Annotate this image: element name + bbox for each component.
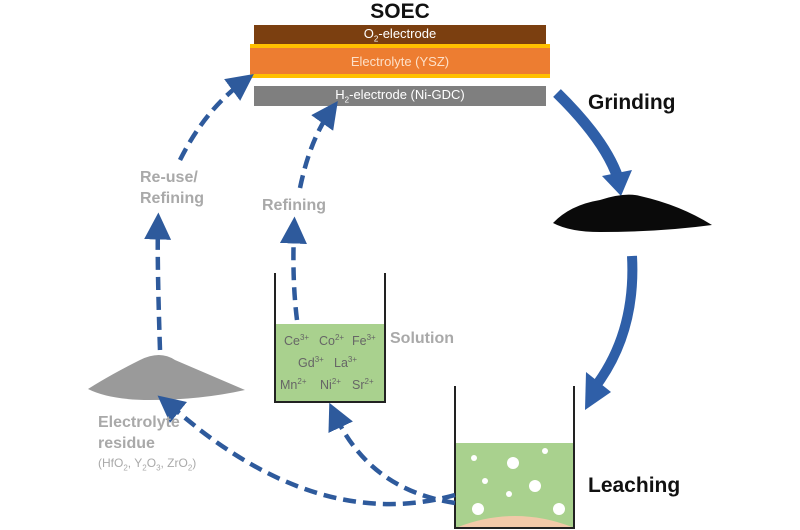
ion-mn: Mn2+ — [280, 377, 307, 393]
sediment — [458, 516, 572, 527]
dashed-arrow-residue-up — [144, 212, 172, 351]
dashed-arrow-solution-up — [279, 216, 307, 321]
electrolyte-label: Electrolyte (YSZ) — [350, 53, 450, 69]
ion-co: Co2+ — [319, 333, 345, 349]
solution-beaker — [274, 273, 386, 403]
leaching-beaker — [454, 386, 575, 529]
reuse-label-line2: Refining — [140, 190, 204, 207]
ion-la: La3+ — [334, 355, 358, 371]
residue-label-line2: residue — [98, 435, 155, 452]
solution-label: Solution — [390, 330, 454, 347]
dashed-arrow-refining-to-soec — [297, 101, 338, 189]
residue-formula: (HfO2, Y2O3, ZrO2) — [98, 456, 197, 473]
ion-fe: Fe3+ — [352, 333, 376, 349]
ion-ni: Ni2+ — [320, 377, 341, 393]
grinding-label: Grinding — [588, 91, 676, 114]
black-powder-pile — [553, 194, 712, 232]
h2-electrode-label: H2-electrode (Ni-GDC) — [335, 87, 465, 105]
dashed-arrow-to-residue — [157, 395, 456, 507]
soec-title: SOEC — [370, 0, 430, 23]
reuse-refining-label: Re-use/ Refining — [140, 167, 204, 209]
o2-electrode-label: O2-electrode — [363, 26, 437, 44]
electrolyte-layer: Electrolyte (YSZ) — [250, 44, 550, 78]
grinding-arrow — [553, 89, 632, 196]
leaching-arrow — [585, 255, 638, 410]
dashed-arrow-to-solution — [328, 402, 456, 506]
leaching-label: Leaching — [588, 474, 681, 497]
h2-electrode-layer: H2-electrode (Ni-GDC) — [254, 86, 546, 106]
electrolyte-residue-label: Electrolyte residue — [98, 412, 180, 454]
residue-label-line1: Electrolyte — [98, 414, 180, 431]
refining-label: Refining — [262, 197, 326, 214]
reuse-label-line1: Re-use/ — [140, 169, 198, 186]
ion-ce: Ce3+ — [284, 333, 310, 349]
ion-gd: Gd3+ — [298, 355, 324, 371]
electrolyte-residue-pile — [88, 355, 245, 400]
dashed-arrow-reuse-to-soec — [177, 73, 254, 162]
ion-sr: Sr2+ — [352, 377, 374, 393]
o2-electrode-layer: O2-electrode — [254, 25, 546, 45]
